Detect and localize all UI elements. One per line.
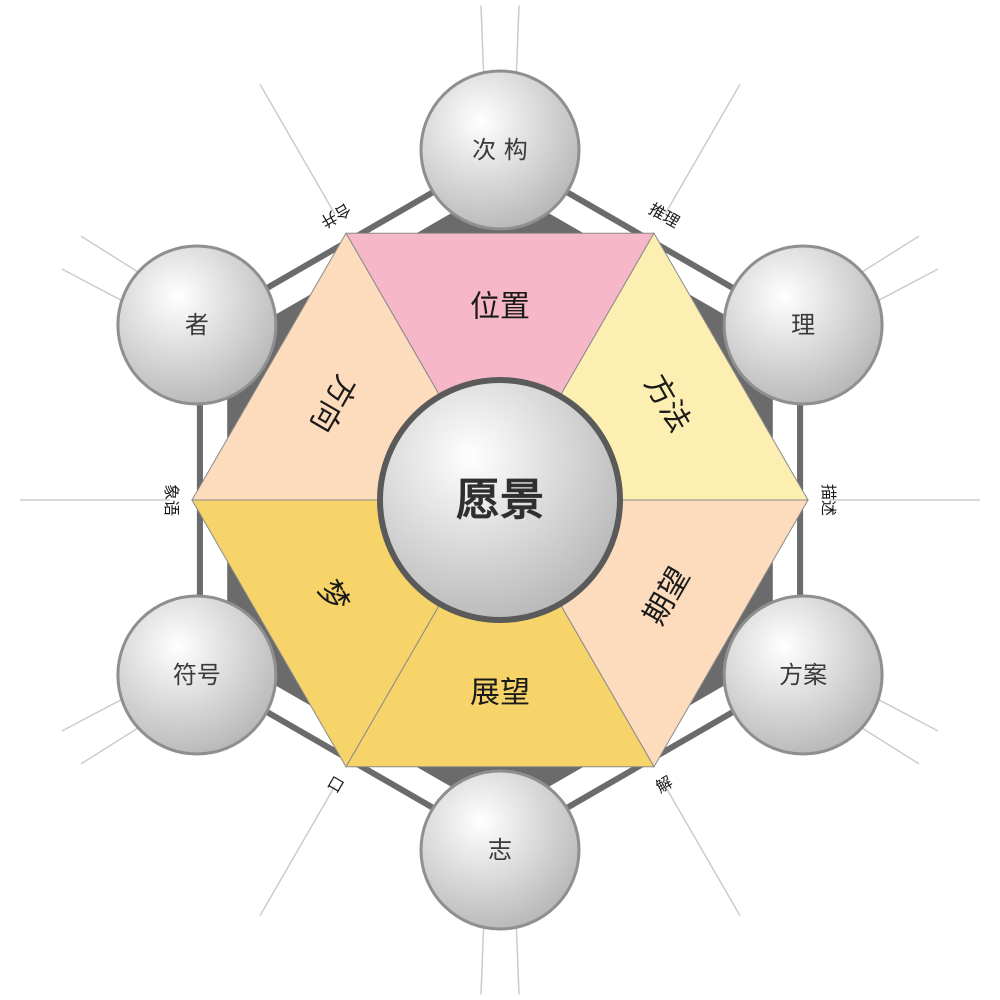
node-label: 次 构 <box>472 136 528 164</box>
center-label: 愿景 <box>456 475 544 526</box>
edge-ray <box>664 785 741 917</box>
outer-node: 符号 <box>116 594 278 756</box>
center-circle <box>377 377 623 623</box>
node-sphere <box>116 594 278 756</box>
outer-node: 志 <box>419 769 581 931</box>
center-node: 愿景 <box>377 377 623 623</box>
node-label: 方案 <box>779 661 827 689</box>
edge-ray <box>259 785 336 917</box>
edge-label: 描述 <box>819 484 838 516</box>
node-sphere <box>419 769 581 931</box>
node-label: 者 <box>185 311 209 339</box>
segment-label: 位置 <box>470 290 530 325</box>
edge-ray <box>259 83 336 215</box>
node-label: 理 <box>791 311 815 339</box>
edge-ray <box>664 83 741 215</box>
node-sphere <box>722 244 884 406</box>
outer-node: 者 <box>116 244 278 406</box>
node-sphere <box>116 244 278 406</box>
edge-label: 口 <box>324 772 347 796</box>
edge-label: 推理 <box>646 199 683 231</box>
edge-label: 象语 <box>162 484 181 516</box>
node-label: 志 <box>488 836 512 864</box>
outer-node: 次 构 <box>419 69 581 231</box>
edge-label: 合并 <box>317 199 354 231</box>
edge-label: 解 <box>653 772 676 796</box>
outer-node: 方案 <box>722 594 884 756</box>
outer-node: 理 <box>722 244 884 406</box>
node-label: 符号 <box>173 661 221 689</box>
node-sphere <box>419 69 581 231</box>
segment-label: 展望 <box>470 676 530 711</box>
node-sphere <box>722 594 884 756</box>
